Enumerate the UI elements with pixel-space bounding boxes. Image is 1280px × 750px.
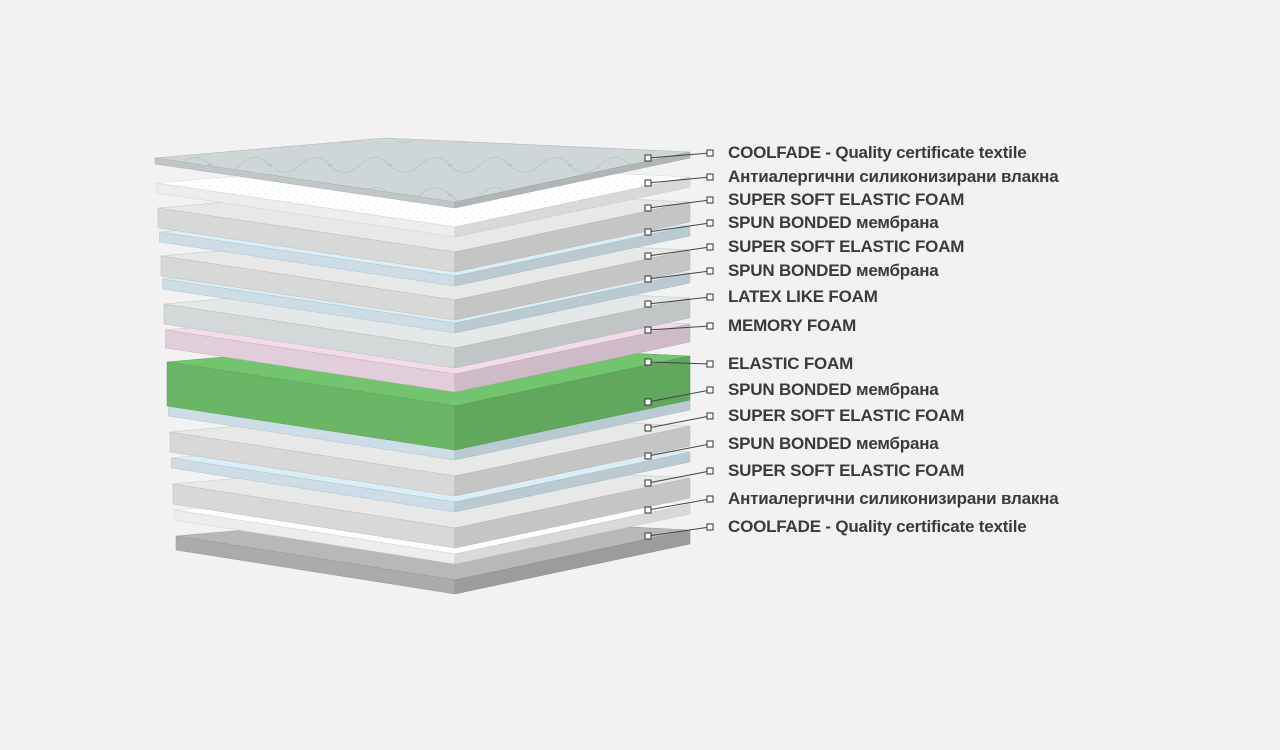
leader-end-square [706, 173, 714, 181]
layer-side-face [454, 477, 691, 549]
leader-line [647, 199, 711, 209]
leader-line [647, 443, 711, 457]
layer-side-face [454, 355, 691, 451]
leader-anchor-square [644, 358, 652, 366]
leader-end-square [706, 293, 714, 301]
leader-anchor-square [644, 532, 652, 540]
quilt-texture [155, 138, 690, 202]
leader-line [647, 152, 711, 159]
layer-label: SUPER SOFT ELASTIC FOAM [728, 237, 965, 256]
leader-line [647, 470, 711, 484]
leader-anchor-square [644, 479, 652, 487]
leader-anchor-square [644, 179, 652, 187]
leader-anchor-square [644, 424, 652, 432]
layer-side-face [454, 503, 691, 565]
layer-label: Антиалергични силиконизирани влакна [728, 167, 1059, 186]
layer-side-face [454, 529, 691, 595]
layer-label: COOLFADE - Quality certificate textile [728, 517, 1027, 536]
leader-anchor-square [644, 398, 652, 406]
leader-anchor-square [644, 275, 652, 283]
layer-label: SPUN BONDED мембрана [728, 434, 939, 453]
layer-label: Антиалергични силиконизирани влакна [728, 489, 1059, 508]
leader-line [647, 498, 711, 511]
leader-lines [644, 149, 714, 540]
leader-line [647, 246, 711, 257]
layer-label: SUPER SOFT ELASTIC FOAM [728, 406, 965, 425]
layer-label: SPUN BONDED мембрана [728, 261, 939, 280]
leader-end-square [706, 243, 714, 251]
leader-end-square [706, 440, 714, 448]
leader-anchor-square [644, 300, 652, 308]
layer-1 [154, 137, 691, 209]
layer-side-face [454, 425, 691, 497]
leader-end-square [706, 523, 714, 531]
layer-label: LATEX LIKE FOAM [728, 287, 878, 306]
layer-side-face [454, 451, 691, 513]
leader-anchor-square [644, 506, 652, 514]
leader-end-square [706, 467, 714, 475]
leader-line [647, 415, 711, 429]
layer-side-face [454, 272, 691, 334]
leader-line [647, 325, 711, 331]
layer-stack [154, 137, 691, 595]
layer-side-face [454, 249, 691, 321]
leader-line [647, 270, 711, 280]
layer-label: MEMORY FOAM [728, 316, 857, 335]
leader-end-square [706, 196, 714, 204]
layer-label: COOLFADE - Quality certificate textile [728, 143, 1027, 162]
leader-line [647, 296, 711, 305]
layer-label: SUPER SOFT ELASTIC FOAM [728, 461, 965, 480]
layer-side-face [454, 297, 691, 369]
leader-anchor-square [644, 252, 652, 260]
layer-side-face [454, 151, 691, 209]
leader-end-square [706, 219, 714, 227]
leader-line [647, 389, 711, 403]
leader-anchor-square [644, 154, 652, 162]
layer-side-face [454, 201, 691, 273]
layer-label: SUPER SOFT ELASTIC FOAM [728, 190, 965, 209]
leader-anchor-square [644, 326, 652, 334]
leader-end-square [706, 267, 714, 275]
leader-end-square [706, 360, 714, 368]
leader-end-square [706, 495, 714, 503]
leader-end-square [706, 412, 714, 420]
layer-side-face [454, 225, 691, 287]
layer-label: ELASTIC FOAM [728, 354, 854, 373]
layer-side-face [454, 323, 691, 393]
leader-anchor-square [644, 204, 652, 212]
leader-anchor-square [644, 452, 652, 460]
leader-line [647, 526, 711, 537]
leader-line [647, 222, 711, 233]
leader-line [647, 176, 711, 184]
leader-end-square [706, 149, 714, 157]
layer-label: SPUN BONDED мембрана [728, 380, 939, 399]
layer-side-face [454, 176, 691, 238]
layer-label: SPUN BONDED мембрана [728, 213, 939, 232]
leader-end-square [706, 386, 714, 394]
leader-end-square [706, 322, 714, 330]
leader-line [647, 361, 711, 365]
leader-anchor-square [644, 228, 652, 236]
